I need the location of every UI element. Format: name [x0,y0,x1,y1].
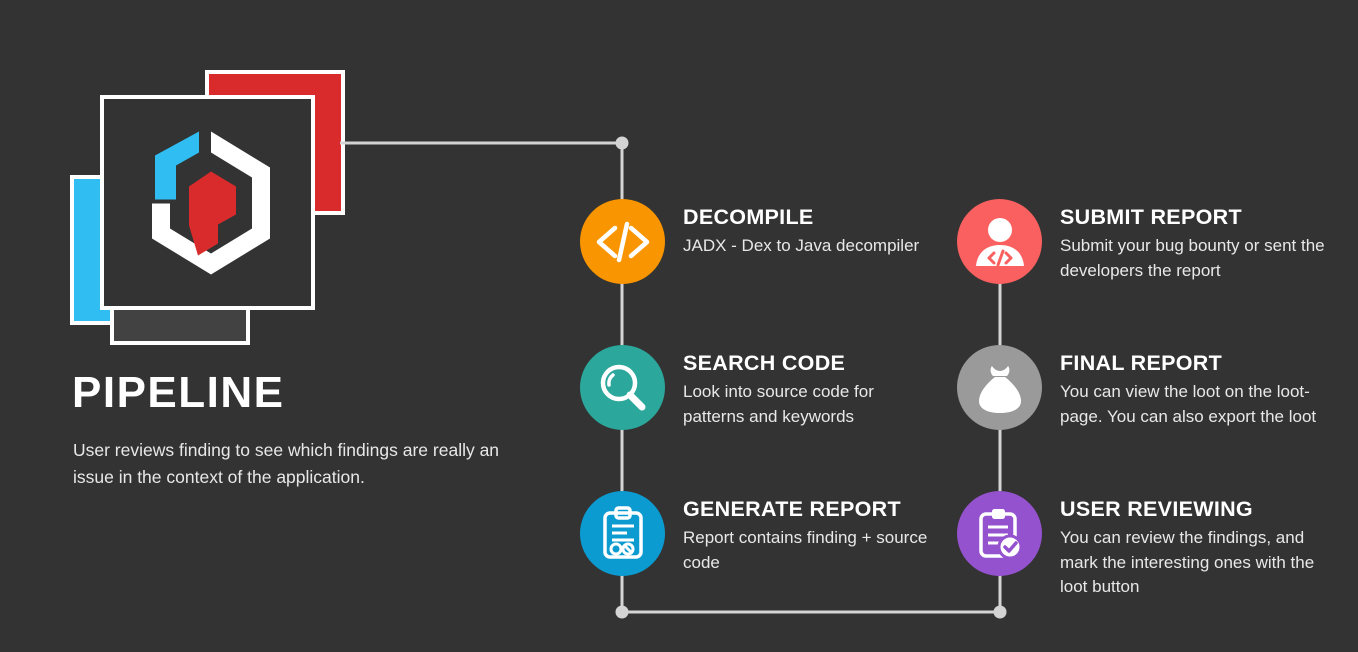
step-generate-report-title: GENERATE REPORT [683,497,901,521]
step-user-reviewing-title: USER REVIEWING [1060,497,1253,521]
step-search-code-text: SEARCH CODE Look into source code for pa… [683,345,940,429]
money-bag-icon [978,365,1021,413]
brand-block: PIPELINE User reviews finding to see whi… [0,0,560,652]
step-generate-report[interactable]: GENERATE REPORT Report contains finding … [580,491,940,576]
connector-dot-bottom-left [615,605,629,619]
step-decompile[interactable]: DECOMPILE JADX - Dex to Java decompiler [580,199,940,284]
logo-card-main [100,95,315,310]
step-search-code-description: Look into source code for patterns and k… [683,382,874,426]
step-decompile-description: JADX - Dex to Java decompiler [683,236,920,255]
hexagon-key-logo-icon [151,131,270,274]
code-brackets-icon [596,221,649,262]
step-user-reviewing-text: USER REVIEWING You can review the findin… [1060,491,1337,600]
step-generate-report-description: Report contains finding + source code [683,528,928,572]
step-submit-report-badge[interactable] [957,199,1042,284]
magnifier-icon [600,364,645,410]
step-final-report[interactable]: FINAL REPORT You can view the loot on th… [957,345,1337,430]
step-submit-report-description: Submit your bug bounty or sent the devel… [1060,236,1325,280]
logo-card-gray [110,305,250,345]
step-final-report-description: You can view the loot on the loot-page. … [1060,382,1317,426]
step-generate-report-text: GENERATE REPORT Report contains finding … [683,491,940,575]
clipboard-chart-icon [602,505,643,559]
step-generate-report-badge[interactable] [580,491,665,576]
step-search-code-title: SEARCH CODE [683,351,846,375]
step-final-report-text: FINAL REPORT You can view the loot on th… [1060,345,1337,429]
connector-dot-bottom-right [993,605,1007,619]
step-submit-report-text: SUBMIT REPORT Submit your bug bounty or … [1060,199,1337,283]
connector-dot-top-left [615,136,629,150]
page-title: PIPELINE [72,368,285,417]
step-search-code[interactable]: SEARCH CODE Look into source code for pa… [580,345,940,430]
step-user-reviewing-description: You can review the findings, and mark th… [1060,528,1315,596]
step-submit-report[interactable]: SUBMIT REPORT Submit your bug bounty or … [957,199,1337,284]
developer-person-icon [975,217,1024,266]
page-description: User reviews finding to see which findin… [73,440,500,487]
logo-card-stack [70,65,365,355]
step-decompile-title: DECOMPILE [683,205,814,229]
step-user-reviewing-badge[interactable] [957,491,1042,576]
step-user-reviewing[interactable]: USER REVIEWING You can review the findin… [957,491,1337,600]
step-decompile-badge[interactable] [580,199,665,284]
clipboard-check-icon [978,508,1022,559]
step-submit-report-title: SUBMIT REPORT [1060,205,1242,229]
step-final-report-title: FINAL REPORT [1060,351,1223,375]
step-decompile-text: DECOMPILE JADX - Dex to Java decompiler [683,199,919,259]
step-final-report-badge[interactable] [957,345,1042,430]
step-search-code-badge[interactable] [580,345,665,430]
